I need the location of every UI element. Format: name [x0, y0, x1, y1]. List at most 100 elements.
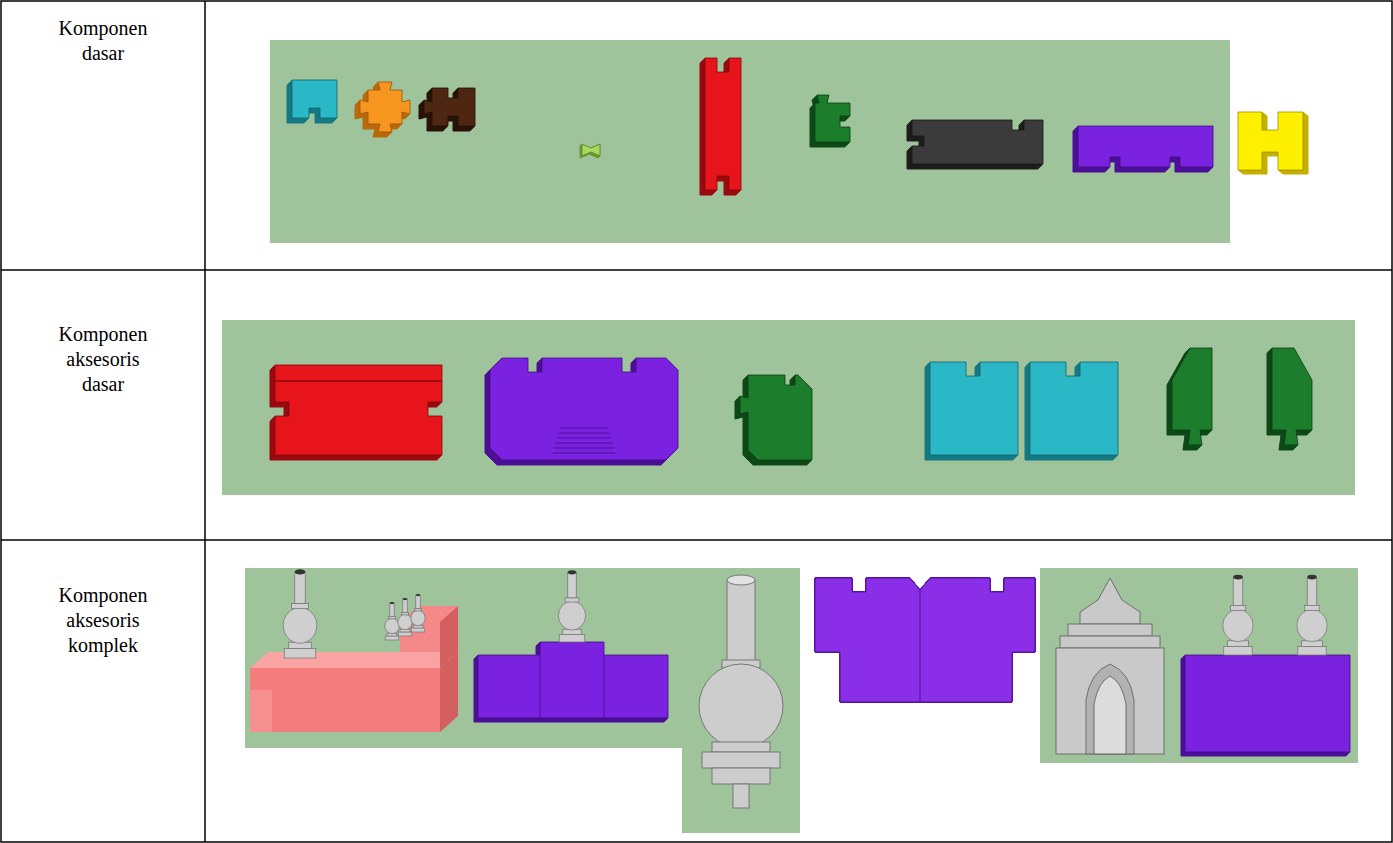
- stupa-part: [1297, 609, 1327, 641]
- gate-roof-band: [1068, 624, 1152, 636]
- stupa-part: [403, 599, 408, 613]
- gate-body: [1056, 648, 1164, 754]
- stupa-ornament: [1223, 575, 1253, 655]
- gate-arch: [1086, 664, 1134, 754]
- stupa-part: [1223, 609, 1253, 641]
- stupa-part: [712, 768, 770, 784]
- stupa-part: [385, 636, 399, 640]
- stupa-part: [284, 649, 316, 658]
- row-rule: [1, 539, 1392, 541]
- stair-line: [560, 427, 608, 428]
- block-side: [582, 144, 600, 156]
- stupa-part: [398, 632, 412, 636]
- block-side: [581, 145, 599, 157]
- block-face: [292, 80, 337, 118]
- stupa-part: [295, 572, 306, 604]
- stupa-ornament: [398, 598, 412, 636]
- grey-beam: [907, 120, 1043, 169]
- stupa-part: [702, 752, 780, 768]
- stair-line: [559, 432, 610, 433]
- slab-seam: [920, 590, 921, 702]
- row-label: Komponen dasar: [43, 16, 163, 66]
- stupa-part: [727, 575, 755, 585]
- stupa-part: [1230, 606, 1245, 611]
- stupa-part: [712, 742, 770, 752]
- component-pictures: [222, 40, 1358, 833]
- green-panel: [222, 320, 1355, 495]
- block-side: [815, 578, 1035, 702]
- gate-roof-band: [1060, 636, 1160, 648]
- stupa-part: [390, 602, 395, 604]
- stupa-part: [568, 570, 577, 574]
- purple-base-block: [474, 642, 668, 722]
- green-panel: [270, 40, 1230, 243]
- block-face: [1272, 348, 1312, 445]
- pillar-block: [700, 58, 741, 195]
- stupa-part: [1307, 575, 1317, 580]
- stupa-ornament: [1297, 575, 1327, 655]
- stair-line: [557, 437, 611, 438]
- stupa-part: [295, 569, 306, 574]
- stupa-part: [416, 594, 421, 596]
- block-face: [424, 88, 475, 126]
- block-face: [815, 95, 850, 142]
- green-wedge: [1267, 348, 1312, 450]
- large-stupa: [699, 575, 783, 808]
- stupa-part: [385, 618, 399, 633]
- green-panel: [1040, 568, 1358, 763]
- stupa-part: [390, 603, 395, 617]
- block-side: [815, 578, 1035, 702]
- block-side: [815, 578, 1035, 702]
- block-edge: [540, 655, 541, 718]
- block-side: [359, 83, 409, 133]
- block-face: [360, 82, 410, 132]
- purple-stupa-block: [1181, 655, 1350, 756]
- block-side: [1239, 113, 1304, 171]
- block-side: [815, 578, 1035, 702]
- stupa-part: [283, 608, 317, 644]
- gate-roof: [1080, 578, 1140, 624]
- stupa-part: [1307, 577, 1317, 606]
- block-side: [581, 145, 599, 157]
- red-slab: [270, 365, 442, 460]
- block-side: [1029, 363, 1117, 456]
- block-edge: [604, 655, 605, 718]
- bowtie-connector: [580, 144, 600, 158]
- purple-double-slab: [815, 578, 1035, 702]
- cross-block: [355, 82, 410, 137]
- h-block: [419, 88, 475, 131]
- block-face: [1078, 126, 1213, 167]
- cyan-slab: [925, 362, 1018, 460]
- stupa-part: [398, 614, 412, 629]
- block-side: [815, 578, 1035, 702]
- green-corner-block: [735, 375, 812, 465]
- stupa-ornament: [385, 602, 399, 640]
- block-side: [1077, 127, 1212, 168]
- block-side: [477, 643, 667, 719]
- stupa-part: [1304, 606, 1319, 611]
- block-side: [291, 81, 336, 119]
- stair-line: [556, 442, 613, 443]
- stupa-ornament: [558, 570, 585, 642]
- block-side: [1171, 349, 1211, 446]
- stupa-part: [403, 598, 408, 600]
- block-side: [739, 376, 811, 461]
- stupa-part: [1298, 646, 1327, 655]
- stair-line: [554, 447, 614, 448]
- stupa-part: [1224, 646, 1253, 655]
- block-face: [1238, 112, 1303, 170]
- block-face: [705, 58, 741, 190]
- block-side: [274, 366, 441, 456]
- stupa-part: [1233, 575, 1243, 580]
- bench-step: [250, 690, 272, 732]
- block-side: [814, 96, 849, 143]
- purple-gate-slab: [485, 358, 678, 465]
- cyan-slab: [1025, 362, 1118, 460]
- stupa-part: [699, 664, 783, 748]
- bench-front: [250, 668, 440, 732]
- column-rule: [204, 1, 206, 842]
- stupa-ornament: [283, 569, 317, 658]
- block-face: [1185, 655, 1350, 752]
